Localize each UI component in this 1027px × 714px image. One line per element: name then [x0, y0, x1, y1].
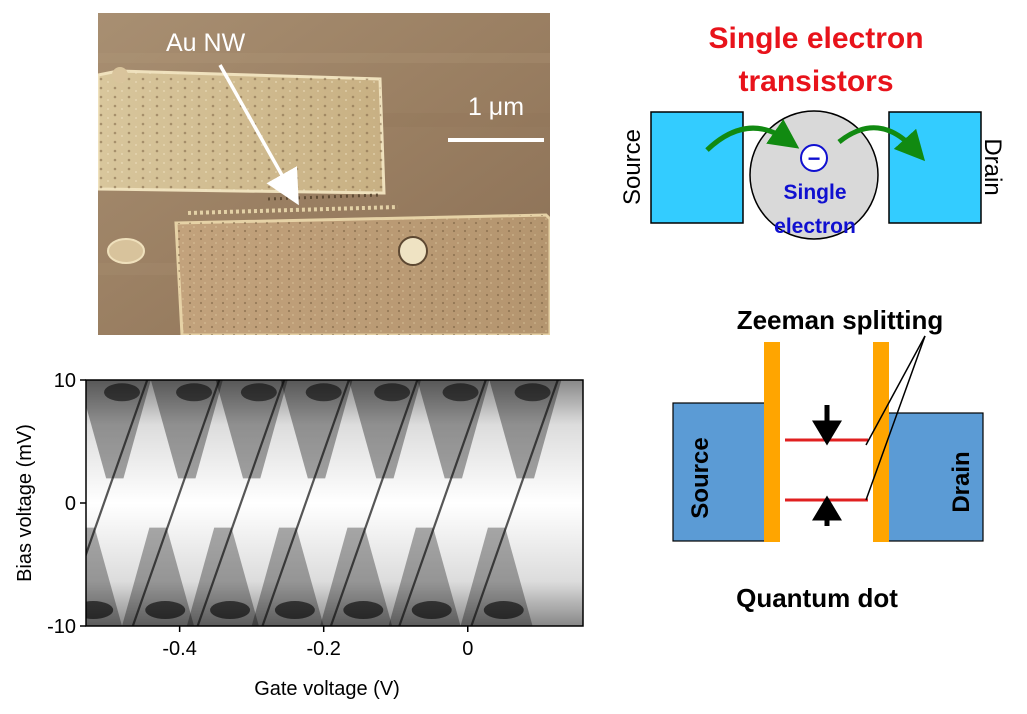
diamond-edge-upper [417, 380, 490, 479]
resonance-line [261, 380, 350, 626]
set-drain-label: Drain [979, 138, 1006, 195]
diamond-edge-upper [348, 380, 421, 479]
qd-source-lead [672, 402, 769, 542]
diamond-edge-lower [460, 527, 533, 626]
set-source-label: Source [619, 129, 646, 205]
y-tick-label: 10 [54, 370, 76, 392]
diamond-edge-lower [251, 527, 324, 626]
electron-label-line2: electron [774, 215, 856, 238]
left-barrier [764, 342, 780, 542]
set-title-line2: transistors [738, 65, 893, 98]
low-bias-blob [86, 601, 114, 620]
diamond-edge-upper [150, 380, 223, 479]
resonance-line [329, 380, 419, 626]
nanowire-label: Au NW [166, 29, 246, 57]
tunnel-arrow-out [837, 125, 926, 162]
drain-lead [888, 111, 982, 224]
low-bias-blob [411, 601, 452, 620]
set-schematic: Single electron transistors Source Drain… [619, 22, 1006, 240]
electron-icon [800, 144, 828, 172]
diamond-edge-lower [388, 527, 461, 626]
right-barrier [873, 342, 889, 542]
quantum-dot-caption: Quantum dot [736, 583, 898, 613]
micrograph-image: Au NW 1 μm [96, 13, 552, 337]
high-bias-blob [374, 383, 411, 402]
electron-symbol: − [808, 146, 821, 171]
set-title-line1: Single electron [708, 22, 923, 55]
x-tick-label: 0 [462, 638, 473, 660]
electron-label-line1: Single [783, 181, 846, 204]
zeeman-label: Zeeman splitting [737, 305, 944, 335]
resonance-line [398, 380, 487, 626]
x-axis-label: Gate voltage (V) [254, 678, 400, 700]
y-axis-label: Bias voltage (mV) [14, 424, 36, 582]
low-bias-blob [483, 601, 524, 620]
high-bias-blob [514, 383, 551, 402]
low-bias-blob [274, 601, 315, 620]
diamond-edge-upper [280, 380, 353, 479]
resonance-line [470, 380, 559, 626]
high-bias-blob [240, 383, 277, 402]
resonance-line [196, 380, 286, 626]
low-bias-blob [343, 601, 384, 620]
coulomb-diamond-plot: -0.4 -0.2 0 10 0 -10 Gate voltage (V) Bias v… [14, 370, 584, 700]
high-bias-blob [176, 383, 213, 402]
low-bias-blob [210, 601, 251, 620]
y-tick-label: -10 [47, 616, 76, 638]
zeeman-pointer-lower [865, 335, 926, 501]
resonance-line [131, 380, 221, 626]
high-bias-blob [104, 383, 141, 402]
diamond-edge-lower [186, 527, 259, 626]
diamond-edge-lower [320, 527, 393, 626]
source-lead [650, 111, 744, 224]
high-bias-blob [305, 383, 342, 402]
diamond-edge-upper [215, 380, 288, 479]
low-bias-blob [145, 601, 186, 620]
qd-drain-label: Drain [948, 451, 975, 512]
x-tick-label: -0.2 [306, 638, 340, 660]
tunnel-arrow-in [705, 119, 800, 152]
qd-drain-lead [884, 412, 984, 542]
diamond-edge-lower [122, 527, 195, 626]
nanowire-micrograph: Au NW 1 μm [96, 13, 552, 337]
heatmap-area [86, 380, 583, 626]
qd-source-label: Source [687, 437, 714, 518]
y-tick-label: 0 [65, 493, 76, 515]
high-bias-blob [442, 383, 479, 402]
annotation-arrow [218, 64, 299, 206]
resonance-line [86, 380, 149, 558]
zeeman-pointer-upper [865, 335, 926, 446]
diamond-edge-upper [86, 380, 151, 479]
scale-bar-label: 1 μm [468, 93, 524, 121]
quantum-dot-diagram: Zeeman splitting Source Drain Quantum do… [672, 305, 984, 613]
x-tick-label: -0.4 [162, 638, 196, 660]
diamond-edge-upper [489, 380, 562, 479]
